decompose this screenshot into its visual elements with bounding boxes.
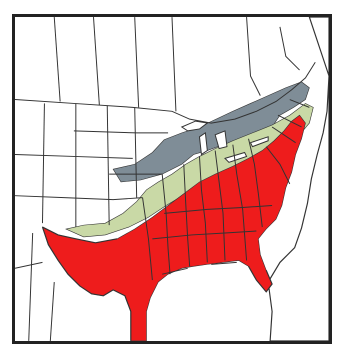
- secondary-range-zone: [65, 103, 314, 238]
- florida-coastline: [248, 266, 273, 293]
- political-boundaries: [15, 17, 316, 341]
- lake-ontario: [249, 136, 269, 148]
- lake-michigan: [198, 132, 208, 156]
- range-map: [12, 14, 332, 344]
- lake-superior: [180, 120, 209, 132]
- atlantic-coastline: [267, 17, 329, 341]
- gulf-coastline: [41, 226, 132, 341]
- great-lakes: [180, 120, 269, 163]
- lake-huron: [214, 130, 228, 150]
- lake-erie: [224, 151, 248, 163]
- map-canvas: [15, 17, 329, 341]
